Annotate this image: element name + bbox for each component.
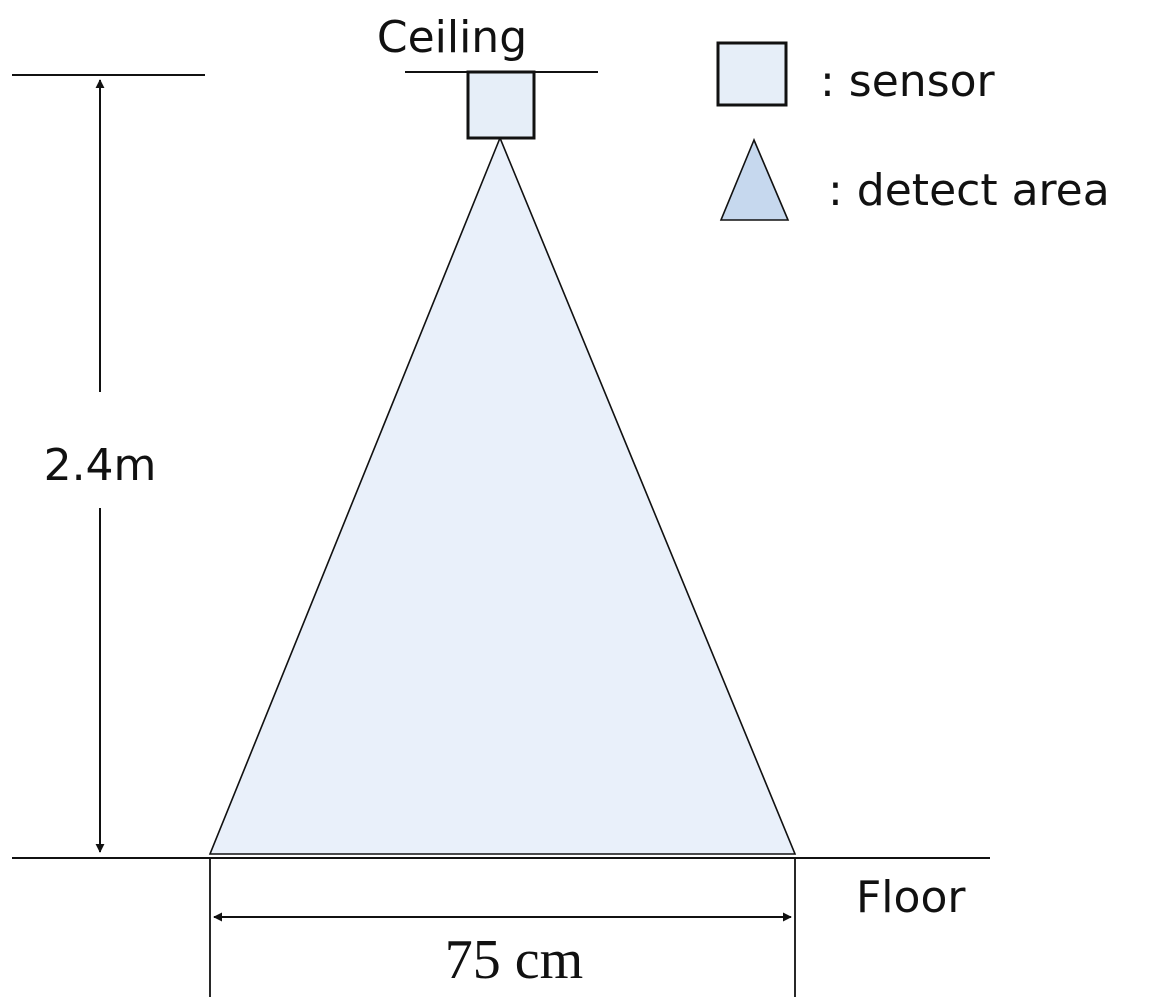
legend-sensor-label: : sensor bbox=[820, 56, 996, 107]
legend-sensor-icon bbox=[716, 41, 788, 107]
legend-detect-area-icon bbox=[719, 137, 790, 221]
sensor-box bbox=[466, 70, 536, 140]
floor-label: Floor bbox=[856, 872, 966, 923]
detect-area-cone bbox=[208, 135, 797, 855]
width-label: 75 cm bbox=[445, 929, 583, 991]
legend-detect-area-label: : detect area bbox=[828, 165, 1110, 216]
height-label: 2.4m bbox=[44, 440, 157, 491]
ceiling-label: Ceiling bbox=[377, 12, 527, 63]
